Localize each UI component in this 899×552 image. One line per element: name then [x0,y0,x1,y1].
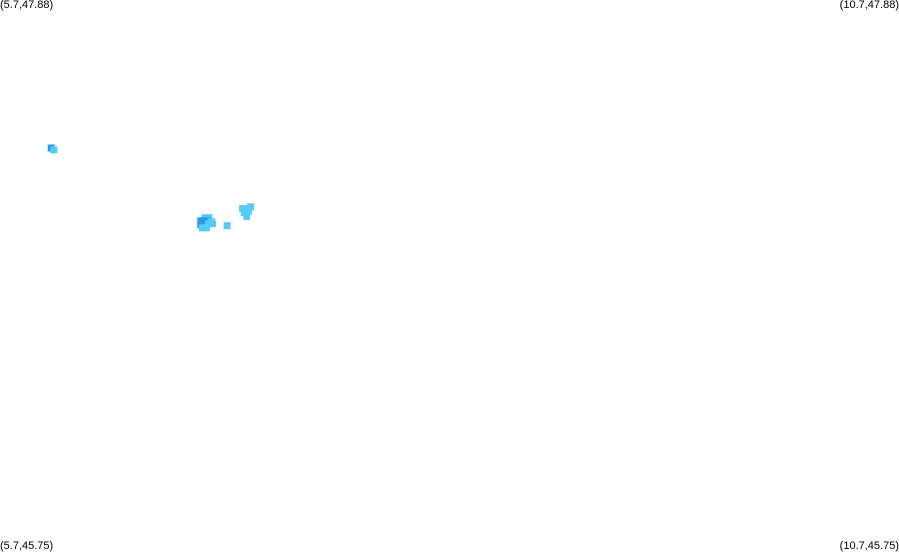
data-cell [243,212,251,220]
data-cell [244,208,252,215]
data-cell [239,205,247,213]
data-cell [247,203,255,211]
data-cell [240,209,248,216]
corner-label-bottom-right: (10.7,45.75) [839,540,899,552]
corner-label-top-right: (10.7,47.88) [839,0,899,11]
data-cell [205,220,213,228]
data-cell [223,222,231,230]
data-cell [202,224,210,232]
corner-label-top-left: (5.7,47.88) [0,0,54,11]
corner-label-bottom-left: (5.7,45.75) [0,540,54,552]
data-cell [50,146,58,154]
data-cell [209,220,216,228]
data-cell [199,224,206,232]
